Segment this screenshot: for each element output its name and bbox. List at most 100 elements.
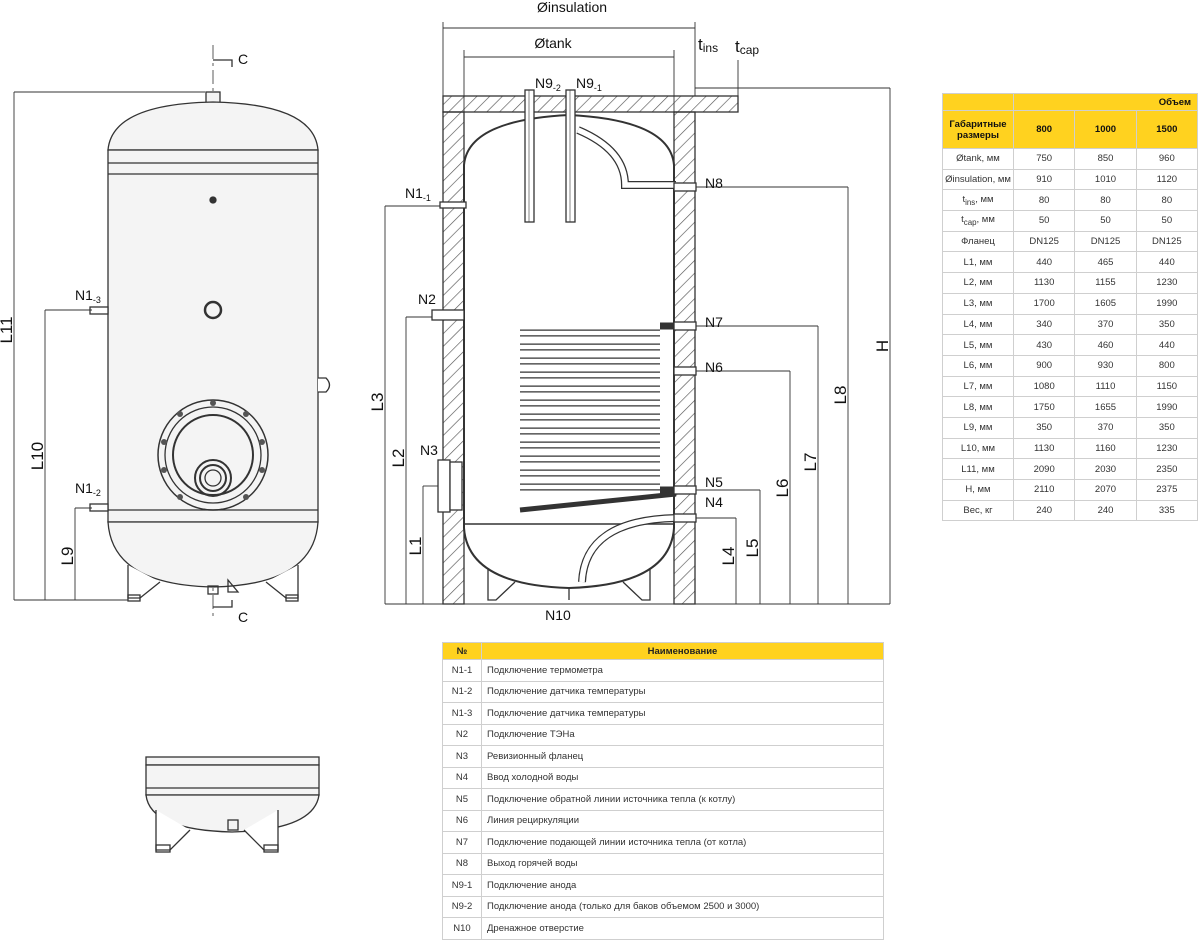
thermometer-socket xyxy=(209,196,217,204)
table-row: L3, мм 1700 1605 1990 xyxy=(942,292,1199,315)
label-tank: Øtank xyxy=(534,35,572,51)
cell-value: 440 xyxy=(1135,251,1199,274)
row-label: Фланец xyxy=(942,230,1014,253)
label-h: H xyxy=(873,340,892,352)
cell-value: 1700 xyxy=(1012,292,1076,315)
label-l3: L3 xyxy=(368,393,387,412)
connection-code: N1-3 xyxy=(442,702,482,725)
table-row: L4, мм 340 370 350 xyxy=(942,313,1199,336)
cell-value: 465 xyxy=(1074,251,1137,274)
cell-value: 80 xyxy=(1135,189,1199,212)
side-lug xyxy=(318,377,331,393)
n5-nozzle xyxy=(673,485,697,495)
cell-value: 2350 xyxy=(1135,458,1199,480)
connection-code: N3 xyxy=(442,745,482,768)
label-sub: ins xyxy=(965,197,976,207)
label-insulation: Øinsulation xyxy=(537,0,607,15)
cell-value: 900 xyxy=(1012,354,1076,377)
table-row: L1, мм 440 465 440 xyxy=(942,251,1199,274)
table-row: Фланец DN125 DN125 DN125 xyxy=(942,230,1199,253)
cell-value: 440 xyxy=(1012,251,1076,274)
n2-nozzle xyxy=(431,309,465,321)
top-dome xyxy=(107,101,319,151)
row-label: L10, мм xyxy=(942,437,1014,460)
row-label: L5, мм xyxy=(942,334,1014,356)
label-l6: L6 xyxy=(773,479,792,498)
table-row: L5, мм 430 460 440 xyxy=(942,334,1199,356)
row-label: L1, мм xyxy=(942,251,1014,274)
row-label: L7, мм xyxy=(942,375,1014,398)
n8-nozzle xyxy=(673,182,697,192)
anode-n9-1 xyxy=(565,89,576,223)
cell-value: 370 xyxy=(1074,416,1137,439)
label-rest: , мм xyxy=(975,193,994,205)
cell-value: 1990 xyxy=(1135,396,1199,418)
cell-value: DN125 xyxy=(1135,230,1199,253)
connection-code: N9-1 xyxy=(442,874,482,897)
front-dimensions xyxy=(13,91,205,601)
bottom-dome xyxy=(107,521,319,588)
label-l4: L4 xyxy=(719,547,738,566)
cell-value: 1130 xyxy=(1012,437,1076,460)
table-row: Вес, кг 240 240 335 xyxy=(942,499,1199,522)
volume-1500-header: 1500 xyxy=(1135,110,1199,149)
section-view xyxy=(384,22,891,605)
cell-value: 350 xyxy=(1135,313,1199,336)
label-l2: L2 xyxy=(389,449,408,468)
label-n1-1: N1-1 xyxy=(405,185,431,203)
connection-name: Подключение подающей линии источника теп… xyxy=(481,831,884,854)
table-row: L7, мм 1080 1110 1150 xyxy=(942,375,1199,398)
n4-nozzle xyxy=(673,513,697,523)
connection-code: N1-1 xyxy=(442,659,482,682)
cell-value: 1010 xyxy=(1074,168,1137,191)
label-base: t xyxy=(961,214,964,226)
row-label: L3, мм xyxy=(942,292,1014,315)
bottom-view xyxy=(145,756,320,853)
cell-value: 1990 xyxy=(1135,292,1199,315)
heating-coil xyxy=(519,322,677,513)
table-corner xyxy=(942,93,1014,111)
cell-value: 850 xyxy=(1074,148,1137,170)
section-arrow-top xyxy=(213,59,233,67)
connection-code: N9-2 xyxy=(442,895,482,918)
n3-flange xyxy=(437,459,451,513)
cell-value: 2110 xyxy=(1012,479,1076,501)
section-view-labels: Øinsulation Øtank tins tcap N9-2 N9-1 N1… xyxy=(368,0,892,623)
row-label: L8, мм xyxy=(942,396,1014,418)
code-column-header: № xyxy=(442,642,482,660)
cell-value: 930 xyxy=(1074,354,1137,377)
cell-value: 2090 xyxy=(1012,458,1076,480)
row-label: tcap, мм xyxy=(942,210,1014,232)
cell-value: 50 xyxy=(1012,210,1076,232)
cell-value: 1230 xyxy=(1135,272,1199,294)
connection-code: N1-2 xyxy=(442,680,482,703)
cell-value: 50 xyxy=(1135,210,1199,232)
label-l8: L8 xyxy=(831,386,850,405)
connection-name: Линия рециркуляции xyxy=(481,809,884,832)
n1-2-nozzle xyxy=(89,503,109,512)
connection-code: N6 xyxy=(442,809,482,832)
connection-name: Подключение термометра xyxy=(481,659,884,682)
connection-code: N10 xyxy=(442,917,482,940)
cell-value: 2030 xyxy=(1074,458,1137,480)
row-label: Вес, кг xyxy=(942,499,1014,522)
label-n1-3: N1-3 xyxy=(75,287,101,305)
connection-name: Подключение ТЭНа xyxy=(481,723,884,746)
cell-value: 1080 xyxy=(1012,375,1076,398)
connection-name: Подключение датчика температуры xyxy=(481,680,884,703)
row-label: H, мм xyxy=(942,479,1014,501)
table-row: tins, мм 80 80 80 xyxy=(942,189,1199,212)
cell-value: 80 xyxy=(1074,189,1137,212)
connection-name: Подключение анода xyxy=(481,874,884,897)
section-leg-left xyxy=(487,568,516,601)
volume-group-header: Объем xyxy=(1013,93,1198,111)
